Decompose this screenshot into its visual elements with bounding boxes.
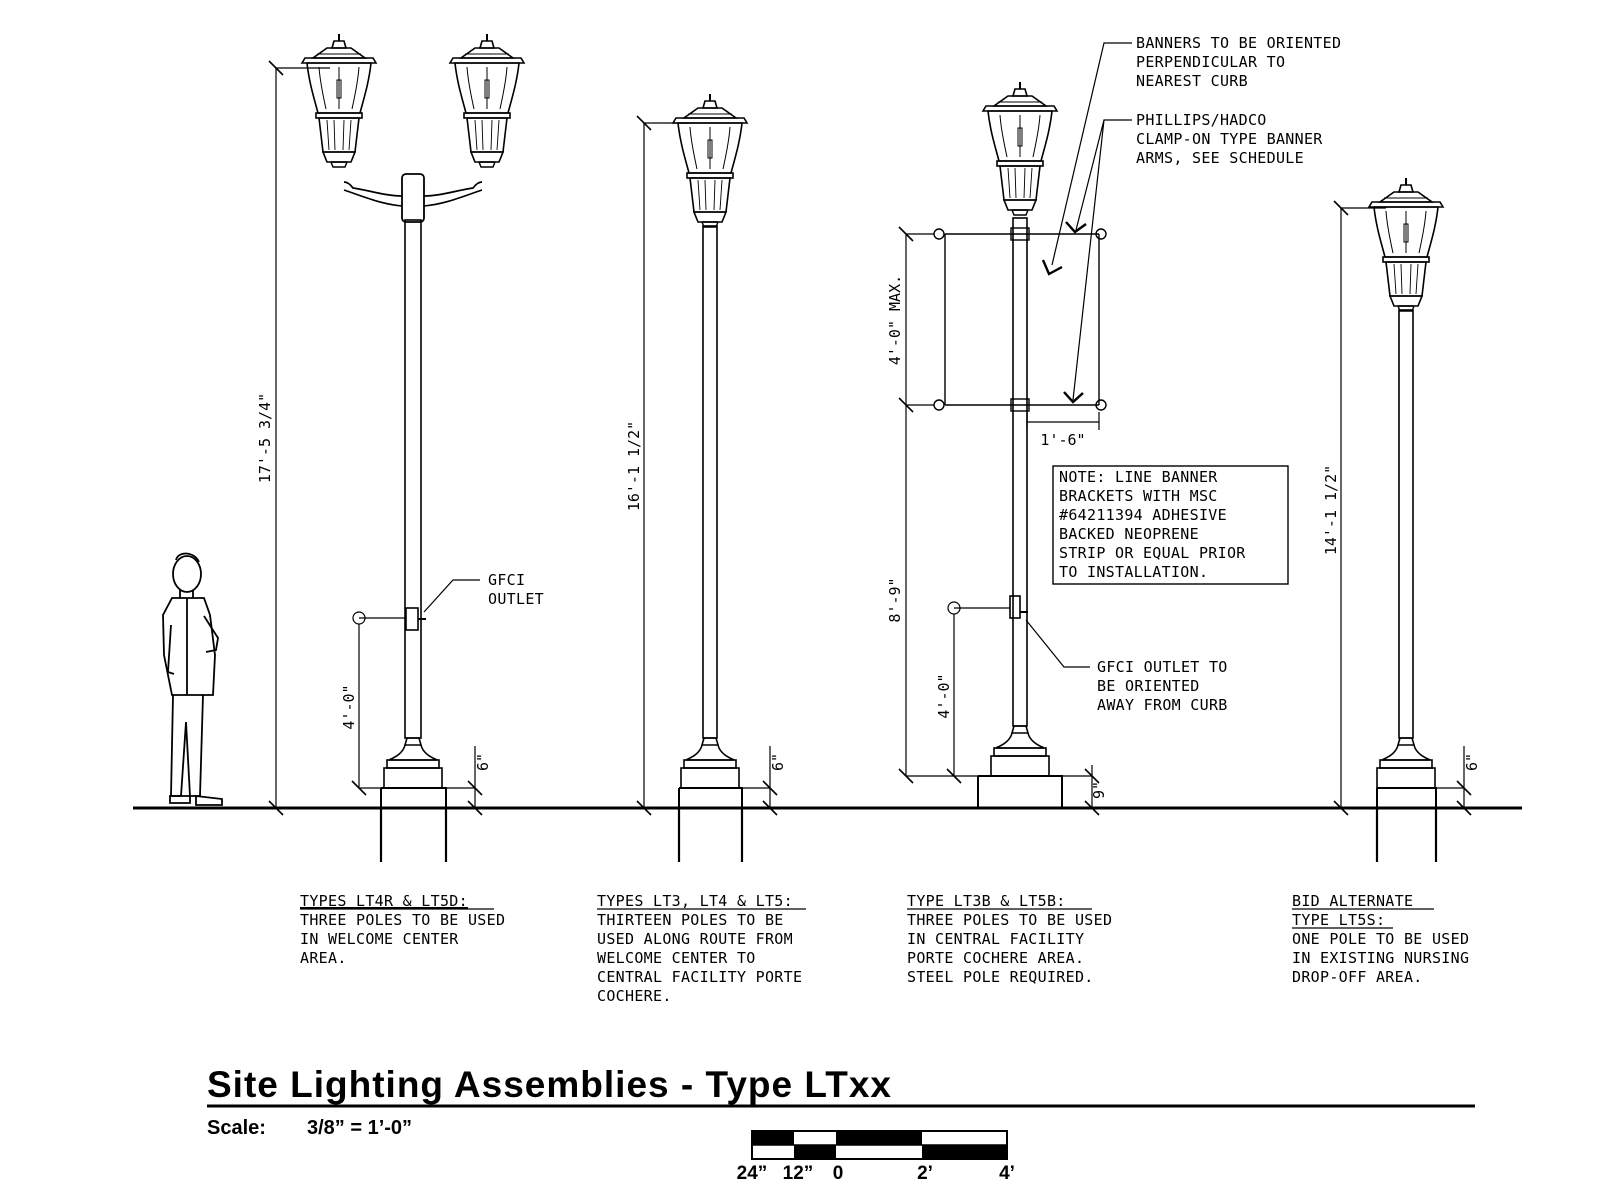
caption-lt3-lt4-lt5: TYPES LT3, LT4 & LT5: THIRTEEN POLES TO … bbox=[597, 892, 812, 1005]
scale-tick-24in: 24” bbox=[737, 1163, 768, 1184]
callout-gfci-orientation: GFCI OUTLET TO BE ORIENTED AWAY FROM CUR… bbox=[1097, 658, 1237, 714]
base-dim-lt5s: 6" bbox=[1463, 753, 1481, 771]
svg-text:THREE POLES TO BE USED I: THREE POLES TO BE USED IN CENTRAL FACILI… bbox=[907, 911, 1122, 986]
pole-lt4r-lt5d: 17'-5 3/4" 4'-0" 6" GFCI OUTLET bbox=[256, 33, 544, 862]
caption-lt5s: BID ALTERNATE TYPE LT5S: ONE POLE TO BE … bbox=[1292, 892, 1479, 986]
svg-text:TYPE LT3B & LT5B:: TYPE LT3B & LT5B: bbox=[907, 892, 1066, 910]
caption-lt3b-lt5b: TYPE LT3B & LT5B: THREE POLES TO BE USED… bbox=[907, 892, 1122, 986]
scale-tick-4ft: 4’ bbox=[999, 1163, 1015, 1184]
scale-label: Scale: bbox=[207, 1117, 266, 1139]
caption-lt4r-lt5d: TYPES LT4R & LT5D: THREE POLES TO BE USE… bbox=[300, 892, 515, 967]
pole-lt5s: 14'-1 1/2" 6" bbox=[1322, 177, 1481, 862]
scale-bar: 24” 12” 0 2’ 4’ bbox=[737, 1130, 1015, 1184]
svg-text:ONE POLE TO BE USED IN E: ONE POLE TO BE USED IN EXISTING NURSING … bbox=[1292, 930, 1479, 986]
banner-dim: 4'-0" MAX. bbox=[886, 275, 904, 365]
outlet-dim-lt3b: 4'-0" bbox=[935, 673, 953, 718]
svg-text:TYPE LT5S:: TYPE LT5S: bbox=[1292, 911, 1385, 929]
scale-tick-2ft: 2’ bbox=[917, 1163, 933, 1184]
svg-text:THREE POLES TO BE USED I: THREE POLES TO BE USED IN WELCOME CENTER… bbox=[300, 911, 515, 967]
callout-banner-arms: PHILLIPS/HADCO CLAMP-ON TYPE BANNER ARMS… bbox=[1136, 111, 1332, 167]
height-dim-lt3: 16'-1 1/2" bbox=[625, 421, 643, 511]
svg-text:BID ALTERNATE: BID ALTERNATE bbox=[1292, 892, 1413, 910]
base-dim-lt4r: 6" bbox=[474, 753, 492, 771]
height-dim-lt4r: 17'-5 3/4" bbox=[256, 393, 274, 483]
svg-text:THIRTEEN POLES TO BE USE: THIRTEEN POLES TO BE USED ALONG ROUTE FR… bbox=[597, 911, 812, 1005]
scale-value: 3/8” = 1’-0” bbox=[307, 1117, 412, 1139]
scale-tick-12in: 12” bbox=[783, 1163, 814, 1184]
svg-text:TYPES LT3, LT4 & LT5:: TYPES LT3, LT4 & LT5: bbox=[597, 892, 793, 910]
note-box: NOTE: LINE BANNER BRACKETS WITH MSC #642… bbox=[1059, 468, 1255, 581]
base-dim-lt3b: 9" bbox=[1090, 781, 1108, 799]
human-figure bbox=[162, 552, 223, 806]
svg-text:TYPES LT4R & LT5D:: TYPES LT4R & LT5D: bbox=[300, 892, 468, 910]
scale-tick-0: 0 bbox=[833, 1163, 844, 1184]
height-dim-lt5s: 14'-1 1/2" bbox=[1322, 465, 1340, 555]
pole-lt3-lt4-lt5: 16'-1 1/2" 6" bbox=[625, 93, 787, 862]
mid-dim: 8'-9" bbox=[886, 577, 904, 622]
base-dim-lt3: 6" bbox=[769, 753, 787, 771]
pole-lt3b-lt5b: 4'-0" MAX. 8'-9" 4'-0" 1'-6" 9" BANNERS … bbox=[886, 34, 1351, 816]
callout-gfci-outlet: GFCI OUTLET bbox=[488, 571, 544, 608]
arm-dim: 1'-6" bbox=[1040, 431, 1085, 449]
callout-banners: BANNERS TO BE ORIENTED PERPENDICULAR TO … bbox=[1136, 34, 1351, 90]
drawing-title: Site Lighting Assemblies - Type LTxx bbox=[207, 1064, 892, 1105]
outlet-dim-lt4r: 4'-0" bbox=[340, 684, 358, 729]
